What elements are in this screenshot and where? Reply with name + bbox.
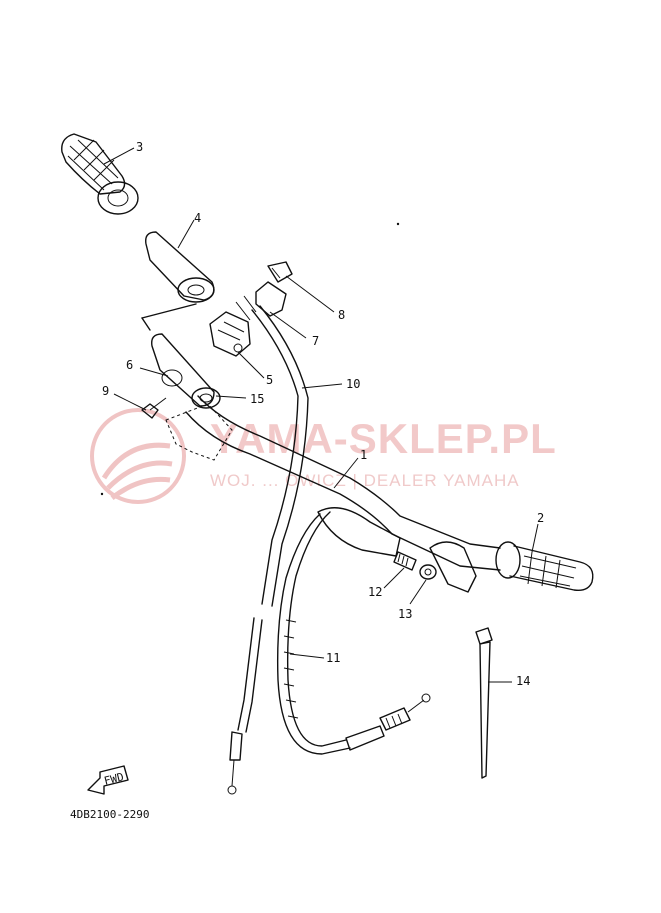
clutch-cable <box>276 511 431 755</box>
callout-13: 13 <box>398 607 412 621</box>
callout-15: 15 <box>250 392 264 406</box>
fwd-label: FWD <box>103 770 125 787</box>
callout-8: 8 <box>338 308 345 322</box>
watermark-title: YAMA-SKLEP.PL <box>210 415 557 462</box>
watermark: YAMA-SKLEP.PL WOJ. ... OWICZ | DEALER YA… <box>90 408 557 504</box>
callout-9: 9 <box>102 384 109 398</box>
throttle-cable <box>227 295 309 795</box>
throttle-tube <box>141 303 215 407</box>
callout-2: 2 <box>537 511 544 525</box>
callout-6: 6 <box>126 358 133 372</box>
cable-tie <box>475 627 493 779</box>
speck <box>100 492 104 496</box>
screw-9 <box>141 397 167 419</box>
throttle-sleeve <box>145 231 215 303</box>
switch-cover <box>255 261 293 317</box>
lever-bracket-outline <box>165 403 233 461</box>
callout-1: 1 <box>360 448 367 462</box>
callout-4: 4 <box>194 211 201 225</box>
diagram-code: 4DB2100-2290 <box>70 808 149 821</box>
handlebar <box>185 395 501 593</box>
cable-adjuster <box>393 551 437 580</box>
grip-right <box>495 541 594 592</box>
grip-left <box>61 133 139 215</box>
callout-5: 5 <box>266 373 273 387</box>
callout-7: 7 <box>312 334 319 348</box>
callout-14: 14 <box>516 674 530 688</box>
speck <box>396 222 400 226</box>
callout-10: 10 <box>346 377 360 391</box>
callout-12: 12 <box>368 585 382 599</box>
fwd-arrow: FWD <box>87 765 129 795</box>
callout-11: 11 <box>326 651 340 665</box>
callouts: 3 4 6 5 9 15 8 7 10 1 2 12 13 11 14 <box>102 140 544 688</box>
leader-lines <box>103 147 539 683</box>
callout-3: 3 <box>136 140 143 154</box>
throttle-housing <box>209 311 251 357</box>
